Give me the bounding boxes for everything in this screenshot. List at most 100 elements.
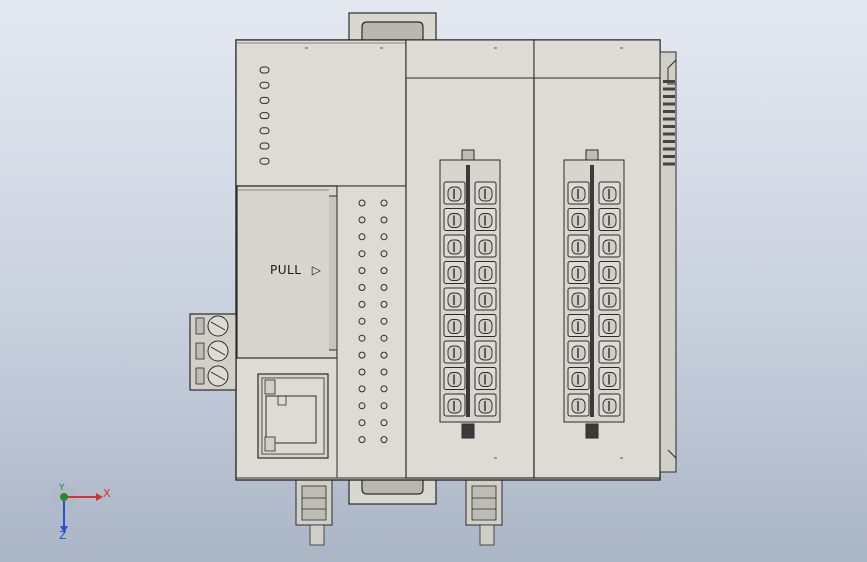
- terminal-strip[interactable]: [439, 149, 501, 439]
- screw-terminal[interactable]: [567, 314, 590, 337]
- io-led: [380, 267, 388, 275]
- vent-slot: [663, 132, 675, 136]
- screw-terminal[interactable]: [598, 261, 621, 284]
- io-led: [380, 284, 388, 291]
- screw-terminal[interactable]: [443, 340, 466, 364]
- io-led: [358, 250, 366, 258]
- io-led: [380, 419, 388, 427]
- io-led: [358, 317, 366, 325]
- screw-terminal[interactable]: [567, 208, 590, 231]
- io-led: [358, 233, 366, 241]
- vent-slot: [663, 87, 675, 91]
- screw-terminal[interactable]: [598, 367, 621, 390]
- din-clip-bottom: [348, 477, 437, 505]
- top-edge-marks: [305, 47, 623, 459]
- io-led: [358, 385, 366, 393]
- io-led: [358, 368, 366, 376]
- screw-terminal[interactable]: [443, 393, 466, 417]
- screw-terminal[interactable]: [567, 181, 590, 205]
- power-terminal-block[interactable]: [189, 313, 237, 391]
- io-led: [380, 351, 388, 359]
- screw-terminal[interactable]: [474, 181, 497, 205]
- screw-terminal[interactable]: [474, 314, 497, 337]
- vent-slot: [663, 80, 675, 83]
- io-led: [358, 419, 366, 427]
- screw-terminal[interactable]: [598, 314, 621, 337]
- vent-slot: [663, 155, 675, 158]
- io-led: [358, 267, 366, 275]
- screw-terminal[interactable]: [598, 208, 621, 231]
- screw-terminal[interactable]: [567, 234, 590, 258]
- io-led: [358, 436, 366, 444]
- screw-terminal[interactable]: [443, 234, 466, 258]
- io-led: [380, 368, 388, 376]
- bottom-connector-right: [465, 479, 503, 546]
- status-led: [259, 81, 270, 89]
- io-led: [380, 216, 388, 224]
- io-led: [380, 402, 388, 410]
- screw-terminal[interactable]: [474, 208, 497, 231]
- io-led: [380, 317, 388, 325]
- din-clip-top: [348, 12, 437, 44]
- io-led: [358, 284, 366, 291]
- vent-slot: [663, 102, 675, 106]
- status-led: [259, 96, 270, 104]
- screw-terminal[interactable]: [567, 393, 590, 417]
- io-led: [380, 199, 388, 207]
- status-led: [259, 142, 270, 150]
- io-led: [380, 385, 388, 393]
- io-led-column: [336, 185, 407, 479]
- screw-terminal[interactable]: [443, 314, 466, 337]
- status-led: [259, 112, 270, 120]
- pull-text: PULL: [270, 263, 302, 277]
- screw-terminal[interactable]: [598, 287, 621, 311]
- screw-terminal[interactable]: [474, 287, 497, 311]
- vent-slot: [663, 147, 675, 151]
- io-led: [358, 402, 366, 410]
- ethernet-port[interactable]: [257, 373, 329, 459]
- screw-terminal[interactable]: [474, 393, 497, 417]
- vent-slot: [663, 125, 675, 128]
- screw-terminal[interactable]: [567, 367, 590, 390]
- bottom-connector-left: [295, 479, 333, 546]
- screw-terminal[interactable]: [598, 393, 621, 417]
- pull-label: PULL ▷: [270, 263, 321, 277]
- io-led: [380, 300, 388, 308]
- screw-terminal[interactable]: [443, 208, 466, 231]
- vent-slot: [663, 140, 675, 143]
- screw-terminal[interactable]: [443, 261, 466, 284]
- vent-slot: [663, 117, 675, 121]
- io-led: [358, 216, 366, 224]
- screw-terminal[interactable]: [598, 234, 621, 258]
- status-led: [259, 157, 270, 165]
- io-led: [358, 351, 366, 359]
- screw-terminal[interactable]: [443, 367, 466, 390]
- io-led: [380, 233, 388, 241]
- screw-terminal[interactable]: [443, 287, 466, 311]
- screw-terminal[interactable]: [474, 340, 497, 364]
- io-led: [380, 436, 388, 444]
- pull-arrow-icon: ▷: [311, 263, 322, 277]
- status-led: [259, 127, 270, 135]
- screw-terminal[interactable]: [567, 261, 590, 284]
- screw-terminal[interactable]: [567, 287, 590, 311]
- io-led: [358, 199, 366, 207]
- vent-slot: [663, 162, 675, 166]
- axis-z-label: Z: [59, 529, 67, 542]
- screw-terminal[interactable]: [567, 340, 590, 364]
- pull-cover[interactable]: [236, 185, 338, 359]
- io-led: [380, 250, 388, 258]
- screw-terminal[interactable]: [443, 181, 466, 205]
- vent-slot: [663, 95, 675, 98]
- io-led: [358, 334, 366, 342]
- terminal-strip[interactable]: [563, 149, 625, 439]
- screw-terminal[interactable]: [474, 234, 497, 258]
- vent-slot: [663, 110, 675, 113]
- screw-terminal[interactable]: [598, 181, 621, 205]
- io-led: [358, 300, 366, 308]
- screw-terminal[interactable]: [474, 261, 497, 284]
- axis-x-label: X: [103, 487, 111, 500]
- screw-terminal[interactable]: [598, 340, 621, 364]
- screw-terminal[interactable]: [474, 367, 497, 390]
